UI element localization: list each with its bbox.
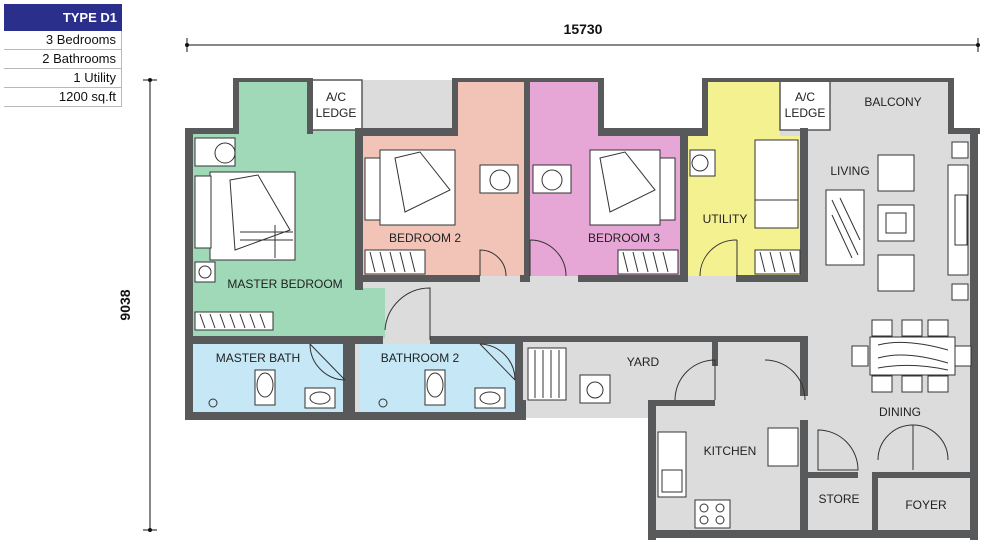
bathroom-2-toilet [424, 369, 446, 406]
bedroom-2-desk [479, 164, 519, 194]
label-store: STORE [818, 492, 859, 506]
label-yard: YARD [627, 355, 660, 369]
armchair-bottom [877, 254, 915, 292]
unit-spec-panel: TYPE D1 3 Bedrooms 2 Bathrooms 1 Utility… [4, 4, 122, 107]
bathroom-2-basin [474, 387, 506, 409]
label-utility: UTILITY [703, 212, 748, 226]
ac-ledge-left [309, 79, 363, 131]
walls [185, 78, 980, 540]
label-master-bedroom: MASTER BEDROOM [227, 277, 342, 291]
master-basin [304, 387, 336, 409]
master-wardrobe [194, 311, 274, 331]
label-bedroom-3: BEDROOM 3 [588, 231, 660, 245]
label-ac-ledge-left-1: A/C [326, 90, 346, 104]
label-dining: DINING [879, 405, 921, 419]
label-living: LIVING [830, 164, 869, 178]
label-ac-ledge-right-1: A/C [795, 90, 815, 104]
fridge [767, 427, 799, 467]
spec-utility: 1 Utility [4, 69, 122, 88]
spec-bathrooms: 2 Bathrooms [4, 50, 122, 69]
kitchen-stove [694, 499, 731, 529]
label-ac-ledge-right-2: LEDGE [785, 106, 826, 120]
yard-rack [527, 347, 567, 401]
label-master-bath: MASTER BATH [216, 351, 300, 365]
label-kitchen: KITCHEN [704, 444, 757, 458]
ac-ledge-right [779, 79, 831, 131]
unit-type-title: TYPE D1 [4, 4, 122, 31]
width-dimension: 15730 [185, 21, 980, 52]
spec-bedrooms: 3 Bedrooms [4, 31, 122, 50]
master-toilet [254, 369, 276, 406]
bedroom-3-desk [532, 164, 572, 194]
armchair-top [877, 154, 915, 192]
room-labels: MASTER BEDROOM BEDROOM 2 BEDROOM 3 UTILI… [216, 90, 947, 512]
doors [309, 239, 949, 471]
width-label: 15730 [564, 21, 603, 37]
bedroom-2-bed [379, 149, 456, 226]
label-foyer: FOYER [905, 498, 947, 512]
furniture [194, 137, 972, 529]
height-dimension: 9038 [117, 78, 157, 532]
bedroom-3-bed [589, 149, 661, 226]
label-balcony: BALCONY [864, 95, 921, 109]
washing-machine [579, 374, 611, 404]
height-label: 9038 [117, 289, 133, 320]
label-ac-ledge-left-2: LEDGE [316, 106, 357, 120]
spec-area: 1200 sq.ft [4, 88, 122, 107]
label-bathroom-2: BATHROOM 2 [381, 351, 460, 365]
room-fills [185, 79, 980, 538]
label-bedroom-2: BEDROOM 2 [389, 231, 461, 245]
